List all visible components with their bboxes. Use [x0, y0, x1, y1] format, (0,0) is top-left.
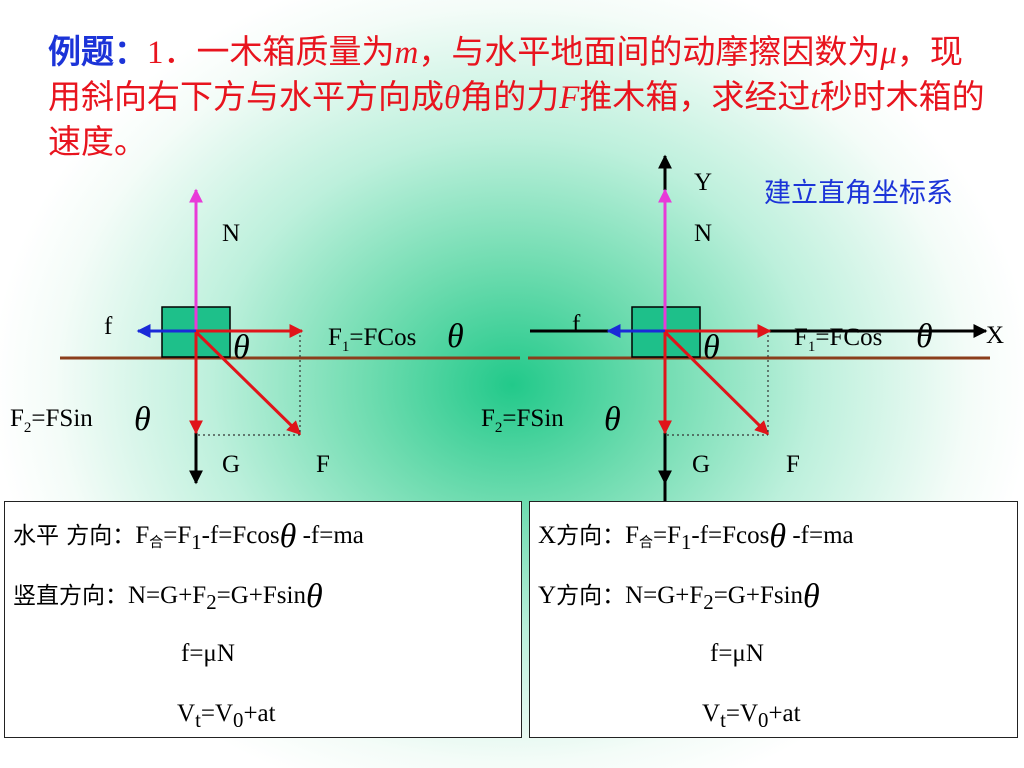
label-theta-right: θ: [703, 329, 720, 366]
label-F2-theta-right: θ: [604, 401, 621, 438]
label-F-left: F: [316, 451, 330, 478]
label-f-left: f: [104, 313, 113, 340]
label-f-right: f: [572, 311, 581, 338]
label-F1-theta-right: θ: [916, 318, 933, 355]
label-theta-left: θ: [233, 329, 250, 366]
equation-friction: f=μN: [181, 640, 235, 667]
axis-label-Y: Y: [694, 169, 712, 196]
equations-box-right: X方向：F合=F1-f=Fcosθ -f=ma Y方向：N=G+F2=G+Fsi…: [529, 501, 1018, 738]
label-F1-right: F1=FCos: [794, 324, 882, 355]
coordinate-system-title: 建立直角坐标系: [764, 178, 953, 209]
equations-box-left: 水平 方向：F合=F1-f=Fcosθ -f=ma 竖直方向：N=G+F2=G+…: [4, 501, 522, 738]
var-F: F: [559, 80, 580, 116]
example-label: 例题：: [48, 32, 147, 71]
var-theta: θ: [444, 80, 461, 116]
equation-x-direction: X方向：F合=F1-f=Fcosθ -f=ma: [538, 518, 854, 555]
label-N-right: N: [694, 220, 712, 247]
problem-statement: 例题：1．一木箱质量为m，与水平地面间的动摩擦因数为μ，现用斜向右下方与水平方向…: [48, 32, 985, 161]
var-m: m: [394, 35, 419, 71]
axis-label-X: X: [986, 322, 1004, 349]
label-F2-left: F2=FSin: [10, 405, 93, 436]
right-force-diagram: Y X N f θ F1=FCos θ F2=FSin θ G F: [481, 154, 1004, 515]
label-F2-right: F2=FSin: [481, 405, 564, 436]
left-force-diagram: N f θ F1=FCos θ F2=FSin θ G F: [10, 188, 520, 485]
label-F1-theta-left: θ: [447, 318, 464, 355]
equation-velocity-right: Vt=V0+at: [702, 700, 801, 732]
label-G-left: G: [222, 451, 240, 478]
var-t: t: [810, 80, 820, 116]
label-F-right: F: [786, 451, 800, 478]
label-G-right: G: [692, 451, 710, 478]
equation-horizontal: 水平 方向：F合=F1-f=Fcosθ -f=ma: [13, 518, 364, 555]
label-N-left: N: [222, 220, 240, 247]
equation-velocity: Vt=V0+at: [177, 700, 276, 732]
problem-number: 1: [147, 35, 164, 71]
equation-y-direction: Y方向：N=G+F2=G+Fsinθ: [538, 578, 820, 615]
label-F1-left: F1=FCos: [328, 324, 416, 355]
var-mu: μ: [880, 35, 897, 71]
force-F-arrow-left: [194, 330, 302, 436]
equation-friction-right: f=μN: [710, 640, 764, 667]
force-F-arrow-right: [663, 330, 770, 436]
label-F2-theta-left: θ: [134, 401, 151, 438]
equation-vertical: 竖直方向：N=G+F2=G+Fsinθ: [13, 578, 323, 615]
